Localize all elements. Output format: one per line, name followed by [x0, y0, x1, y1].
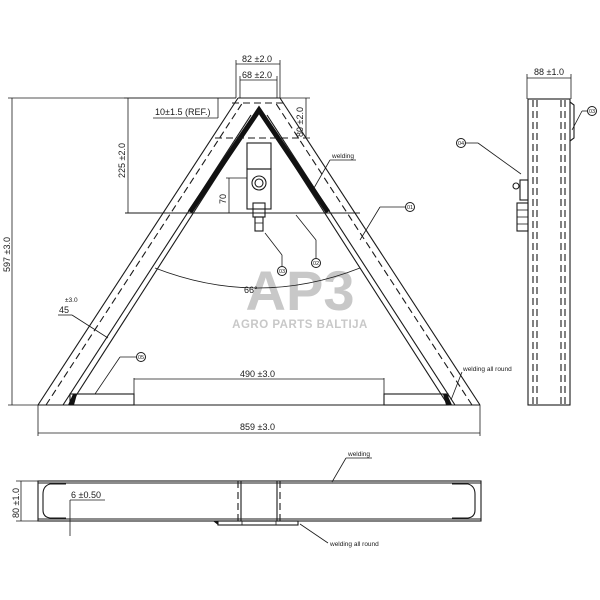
welding-label-top: welding: [331, 153, 354, 160]
watermark-text: AGRO PARTS BALTIJA: [232, 319, 368, 331]
dim-top-offset: 10±1.5 (REF.): [155, 107, 210, 117]
balloon-03: 03: [279, 269, 285, 275]
watermark: AP3 AGRO PARTS BALTIJA: [232, 259, 368, 331]
angle-label: 66°: [244, 285, 258, 295]
dim-bracket-height: 70: [218, 194, 228, 204]
balloon-01: 01: [407, 205, 413, 211]
front-view: 66° 82 ±2.0 68 ±2.0 10±1.5 (REF.) 80 ±2.…: [2, 54, 512, 436]
dim-top-outer-width: 82 ±2.0: [242, 54, 272, 64]
dim-depth: 88 ±1.0: [534, 67, 564, 77]
bottom-view: 80 ±1.0 6 ±0.50 welding welding all roun…: [11, 451, 482, 548]
balloon-02: 02: [313, 261, 319, 267]
watermark-logo: AP3: [246, 259, 355, 322]
dim-plate-thickness: 6 ±0.50: [71, 490, 101, 500]
dim-total-height: 597 ±3.0: [2, 237, 12, 272]
dim-top-inner-width: 68 ±2.0: [242, 70, 272, 80]
dim-member-width: 45: [59, 305, 69, 315]
side-view: 88 ±1.0 03 04: [456, 67, 597, 406]
dim-total-width: 859 ±3.0: [240, 422, 275, 432]
bottom-welding-label-bottom: welding all round: [329, 541, 379, 548]
welding-label-base: welding all round: [462, 366, 512, 373]
balloon-05: 05: [138, 355, 144, 361]
dim-top-height: 80 ±2.0: [295, 107, 305, 137]
side-balloon-03: 03: [589, 109, 595, 115]
side-balloon-04: 04: [458, 141, 464, 147]
bottom-welding-label-top: welding: [347, 451, 370, 458]
dim-member-width-tol: ±3.0: [65, 297, 78, 304]
dim-base-inner-span: 490 ±3.0: [240, 369, 275, 379]
dim-inner-height: 225 ±2.0: [117, 143, 127, 178]
dim-bottom-height: 80 ±1.0: [11, 488, 21, 518]
